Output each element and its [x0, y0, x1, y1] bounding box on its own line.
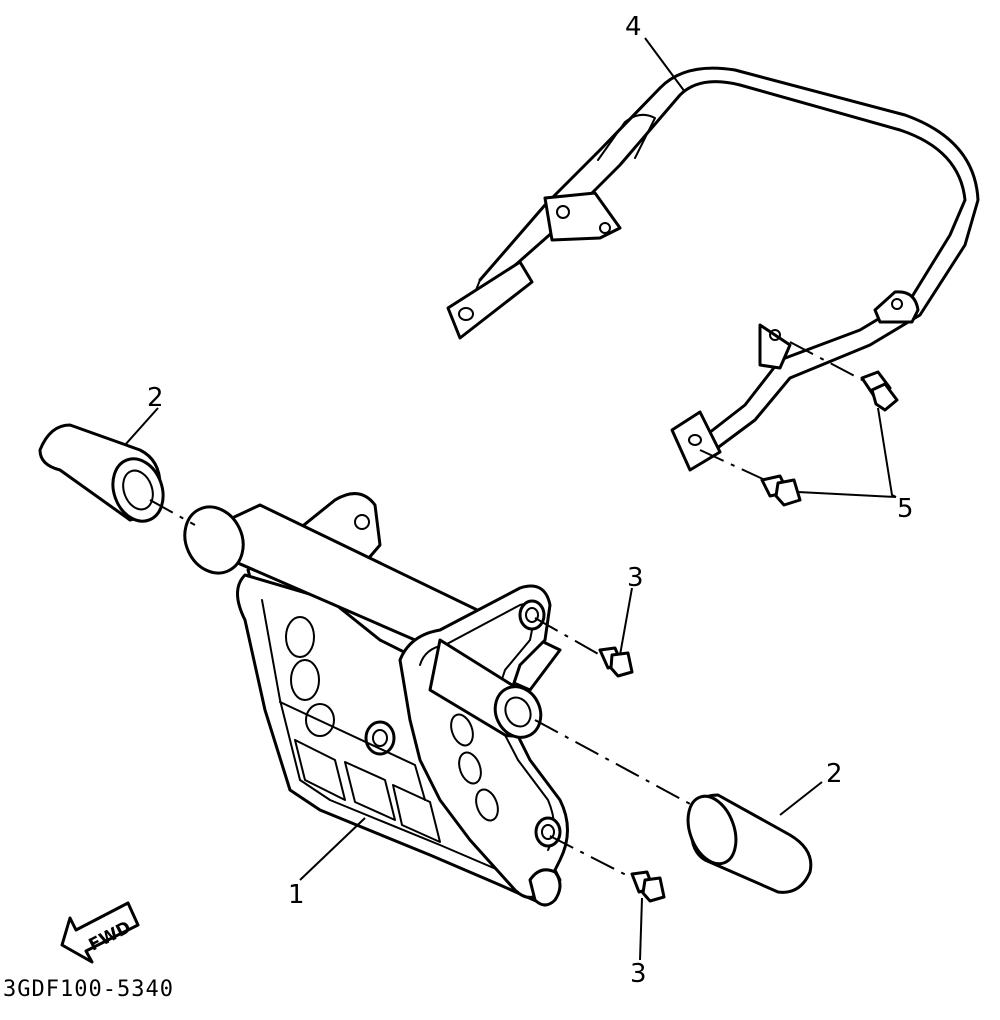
bolt-3-upper [598, 646, 634, 678]
part-1-bumper-bracket [183, 492, 569, 907]
bolt-5-upper [860, 370, 899, 412]
bolt-3-lower [630, 870, 666, 903]
bolt-5-lower [760, 474, 802, 507]
callout-labels: 4 2 5 3 2 1 3 [147, 12, 914, 989]
diagram-code: 3GDF100-5340 [3, 977, 174, 1002]
callout-3-upper: 3 [627, 563, 644, 593]
part-2-end-cap-left [38, 423, 196, 526]
leader-lines [124, 37, 897, 961]
part-4-grab-bar [446, 66, 980, 472]
callout-2-right: 2 [826, 759, 843, 789]
callout-5: 5 [897, 494, 914, 524]
callout-3-lower: 3 [630, 959, 647, 989]
callout-2-left: 2 [147, 383, 164, 413]
callout-1: 1 [288, 880, 305, 910]
callout-4: 4 [625, 12, 642, 42]
part-2-end-cap-right [534, 719, 813, 894]
part-5-bolts [699, 341, 899, 507]
fwd-arrow: FWD [60, 901, 140, 964]
part-3-bolts [534, 617, 666, 903]
